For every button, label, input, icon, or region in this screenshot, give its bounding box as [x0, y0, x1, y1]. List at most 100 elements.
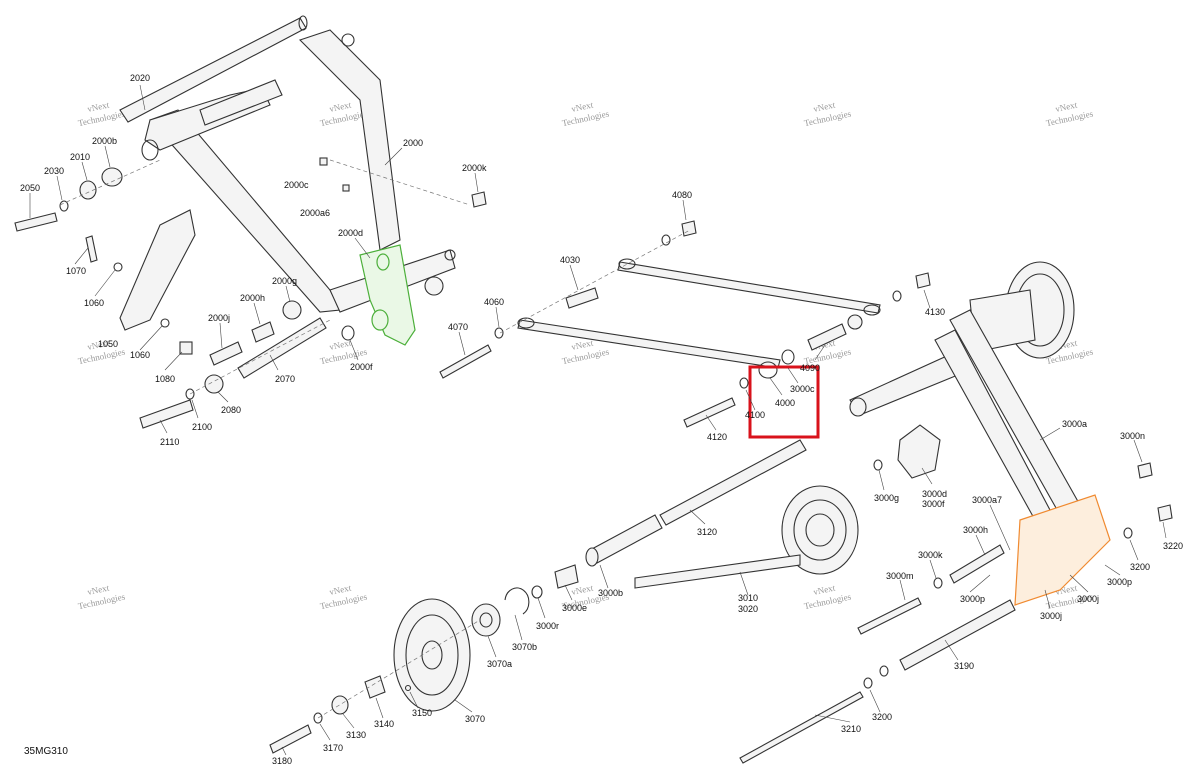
shaft-end: [849, 397, 867, 417]
link-rods: [439, 220, 931, 428]
callout-3000n: 3000n: [1120, 431, 1145, 441]
washer: [892, 290, 902, 302]
watermark-text: Technologies: [319, 591, 368, 611]
watermark-text: vNext: [328, 337, 352, 351]
bolt-3000m: [857, 597, 922, 635]
callout-3000e: 3000e: [562, 603, 587, 613]
callout-3070b: 3070b: [512, 642, 537, 652]
callout-1080: 1080: [155, 374, 175, 384]
washer: [781, 349, 795, 365]
shaft-3190: [899, 599, 1016, 671]
washer-3200b: [863, 677, 873, 689]
callout-3150: 3150: [412, 708, 432, 718]
nut-2000a6: [342, 184, 350, 192]
watermark-text: vNext: [86, 337, 110, 351]
rod-eye: [863, 304, 881, 316]
nut-4080: [681, 220, 697, 237]
callout-4070: 4070: [448, 322, 468, 332]
callout-1060: 1060: [84, 298, 104, 308]
callout-4030: 4030: [560, 255, 580, 265]
bolt-4070: [439, 344, 492, 379]
watermark-text: vNext: [570, 337, 594, 351]
callout-3000j2: 3000j: [1040, 611, 1062, 621]
shaft-3120: [659, 439, 807, 526]
callout-3000a7: 3000a7: [972, 495, 1002, 505]
diagram-code: 35MG310: [24, 746, 68, 757]
watermark-text: Technologies: [77, 346, 126, 366]
callout-1070: 1070: [66, 266, 86, 276]
watermark-text: vNext: [86, 99, 110, 113]
plate-1050: [119, 209, 196, 331]
watermark-text: Technologies: [803, 591, 852, 611]
washer-2030: [59, 200, 69, 212]
washer-1060: [113, 262, 123, 272]
callout-1060b: 1060: [130, 350, 150, 360]
pivot-bushing: [141, 139, 159, 161]
callout-3200: 3200: [1130, 562, 1150, 572]
callout-3070a: 3070a: [487, 659, 512, 669]
watermark-text: Technologies: [561, 108, 610, 128]
green-bracket-2000d: [359, 244, 416, 346]
bolt-2050: [14, 212, 58, 232]
watermark-text: vNext: [1054, 99, 1078, 113]
watermark-text: vNext: [812, 582, 836, 596]
bolt-head: [444, 249, 456, 261]
pin-3000h: [949, 544, 1005, 584]
spring-arm: [634, 554, 801, 589]
screw-3150: [404, 684, 412, 692]
pin-2000j: [209, 341, 243, 366]
assembly-axis: [499, 229, 691, 334]
callout-3000k: 3000k: [918, 550, 943, 560]
callout-3000d: 3000d: [922, 489, 947, 499]
watermark-text: Technologies: [77, 591, 126, 611]
watermark-text: Technologies: [803, 108, 852, 128]
sleeve-end: [585, 547, 599, 567]
callout-3000g: 3000g: [874, 493, 899, 503]
callout-2010: 2010: [70, 152, 90, 162]
spacer-2080: [204, 374, 224, 394]
callout-3190: 3190: [954, 661, 974, 671]
assembly-axis: [329, 159, 471, 206]
callout-2110: 2110: [160, 437, 179, 447]
washer: [879, 665, 889, 677]
bushing-2000b: [101, 167, 123, 187]
sleeve-3000b: [589, 514, 663, 564]
callout-3140: 3140: [374, 719, 394, 729]
callout-4100: 4100: [745, 410, 765, 420]
bolt-1070: [85, 235, 98, 263]
bushing-3000e: [554, 564, 579, 589]
nut-1080: [179, 341, 193, 355]
callout-3070: 3070: [465, 714, 485, 724]
assembly-axis: [317, 619, 481, 719]
wheel-3070: [393, 598, 471, 712]
orange-bracket-3000j: [1014, 494, 1111, 606]
callout-2020: 2020: [130, 73, 150, 83]
watermark-text: vNext: [570, 582, 594, 596]
callout-3200b: 3200: [872, 712, 892, 722]
callout-3210: 3210: [841, 724, 861, 734]
washer-4100: [739, 377, 749, 389]
pivot-shaft: [199, 79, 283, 126]
callout-4130: 4130: [925, 307, 945, 317]
spacer-2010: [79, 180, 97, 200]
callout-2000j: 2000j: [208, 313, 230, 323]
watermark-text: vNext: [328, 99, 352, 113]
callout-3120: 3120: [697, 527, 717, 537]
callout-4080: 4080: [672, 190, 692, 200]
rod-eye: [618, 258, 636, 270]
callout-3000a: 3000a: [1062, 419, 1087, 429]
link-rod-4030: [617, 261, 881, 314]
link-rod-4000: [517, 319, 781, 369]
callout-labels: 2020 2000 2000b 2010 2030 2050 2000c 200…: [20, 73, 1183, 766]
green-bracket-hole: [371, 309, 389, 331]
tube-end: [298, 15, 308, 31]
callout-1050: 1050: [98, 339, 118, 349]
callout-3000p: 3000p: [1107, 577, 1132, 587]
callout-2080: 2080: [221, 405, 241, 415]
bolt-2110: [139, 399, 194, 429]
watermark-text: vNext: [570, 99, 594, 113]
torsion-spring-3010: [781, 485, 859, 575]
callout-3170: 3170: [323, 743, 343, 753]
callout-4060: 4060: [484, 297, 504, 307]
